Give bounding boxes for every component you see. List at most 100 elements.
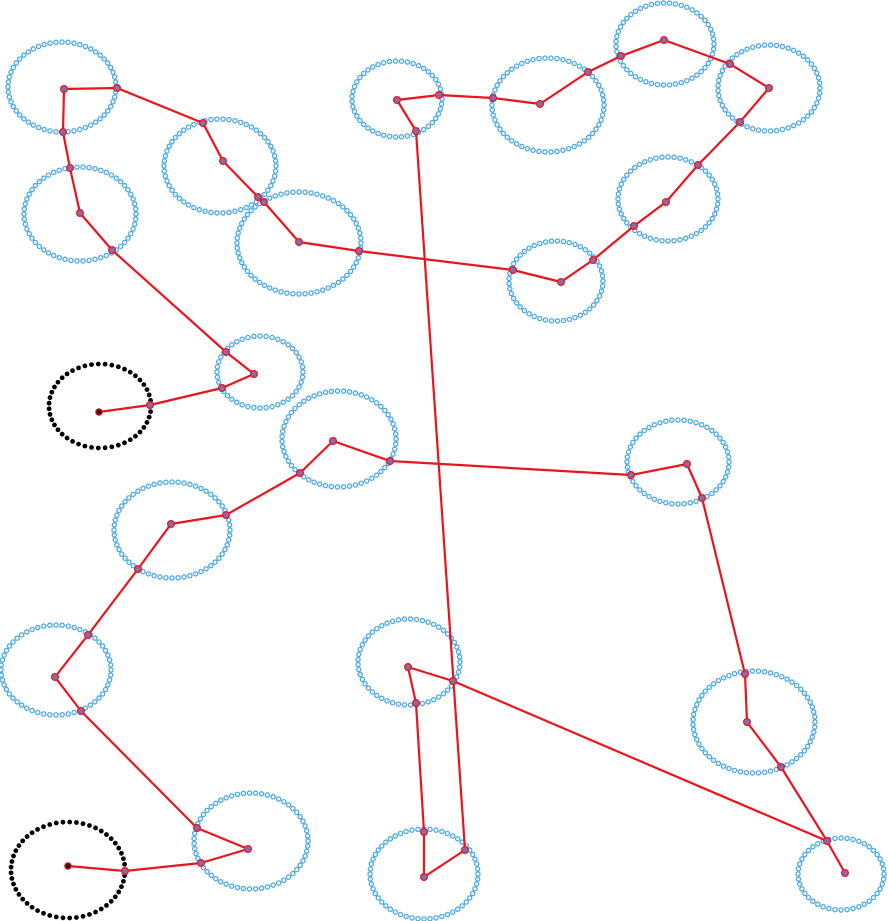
circle-dot <box>653 237 659 243</box>
circle-dot <box>185 202 192 208</box>
circle-dot <box>285 874 292 880</box>
circle-dot <box>36 178 43 185</box>
terminal-dot <box>20 838 26 844</box>
circle-dot <box>425 123 432 130</box>
terminal-dot <box>70 368 75 373</box>
circle-dot <box>110 99 116 105</box>
circle-dot <box>624 66 630 73</box>
circle-dot <box>807 739 813 745</box>
circle-dot <box>59 622 65 629</box>
circle-dot <box>288 409 295 416</box>
circle-dot <box>749 125 756 132</box>
circle-dot <box>92 699 98 705</box>
circle-dot <box>398 134 405 140</box>
circle-dot <box>273 163 279 169</box>
circle-dot <box>0 672 5 678</box>
circle-dot <box>47 40 53 46</box>
circle-dot <box>548 149 554 155</box>
circle-dot <box>598 268 605 274</box>
circle-dot <box>427 915 433 921</box>
circle-dot <box>749 44 756 51</box>
circle-dot <box>151 481 157 488</box>
route-node <box>199 118 208 127</box>
circle-dot <box>358 392 364 398</box>
terminal-dot <box>11 881 16 887</box>
circle-dot <box>290 805 296 812</box>
circle-dot <box>492 87 498 93</box>
circle-dot <box>866 898 872 904</box>
terminal-dot <box>93 825 98 831</box>
circle-dot <box>432 76 439 83</box>
circle-dot <box>234 240 240 246</box>
circle-dot <box>519 143 525 150</box>
circle-dot <box>21 116 27 122</box>
circle-dot <box>678 79 685 86</box>
circle-dot <box>350 216 357 222</box>
circle-dot <box>17 112 23 118</box>
circle-dot <box>779 673 785 680</box>
circle-dot <box>212 559 218 565</box>
circle-dot <box>290 870 296 877</box>
terminal-dot <box>104 903 109 908</box>
terminal-dot <box>146 392 152 398</box>
circle-dot <box>17 56 23 62</box>
circle-dot <box>359 676 366 683</box>
circle-dot <box>41 623 47 629</box>
circle-dot <box>844 906 850 913</box>
terminal-dot <box>60 819 66 825</box>
circle-dot <box>285 342 291 348</box>
circle-dot <box>0 662 5 668</box>
circle-dot <box>29 707 35 714</box>
circle-dot <box>381 407 388 414</box>
circle-dot <box>419 700 426 707</box>
circle-dot <box>542 149 548 155</box>
terminal-dot <box>20 896 26 902</box>
circle-dot <box>1 682 7 688</box>
circle-dot <box>105 682 111 688</box>
circle-dot <box>6 643 13 649</box>
circle-dot <box>163 574 169 581</box>
circle-dot <box>373 400 380 406</box>
circle-dot <box>526 245 532 251</box>
circle-dot <box>648 1 655 8</box>
circle-dot <box>722 474 729 480</box>
circle-dot <box>651 496 658 502</box>
circle-dot <box>665 154 671 160</box>
route-node <box>75 209 84 218</box>
circle-dot <box>715 760 722 767</box>
circle-dot <box>235 230 241 236</box>
circle-dot <box>388 416 394 422</box>
circle-dot <box>191 835 197 842</box>
circle-dot <box>681 417 687 424</box>
circle-dot <box>272 168 279 174</box>
circle-dot <box>263 333 269 340</box>
circle-dot <box>302 189 308 195</box>
circle-dot <box>642 159 648 165</box>
circle-dot <box>300 858 306 864</box>
circle-dot <box>106 677 113 683</box>
circle-dot <box>438 101 445 107</box>
circle-dot <box>358 480 364 486</box>
route-node <box>222 348 231 357</box>
circle-dot <box>126 559 132 565</box>
circle-dot <box>203 488 209 494</box>
circle-dot <box>410 60 416 67</box>
dotted-circle <box>624 417 732 507</box>
circle-dot <box>252 790 259 796</box>
circle-dot <box>267 195 273 201</box>
terminal-dot <box>133 373 138 379</box>
circle-dot <box>161 158 168 164</box>
circle-dot <box>335 200 342 207</box>
terminal-dot <box>144 420 150 425</box>
circle-dot <box>659 237 665 244</box>
circle-dot <box>692 731 698 738</box>
circle-dot <box>281 877 287 884</box>
circle-dot <box>571 60 577 67</box>
circle-dot <box>87 702 94 708</box>
circle-dot <box>814 100 820 106</box>
circle-dot <box>720 763 727 769</box>
circle-dot <box>241 264 248 270</box>
circle-dot <box>292 405 298 412</box>
terminal-dot <box>64 371 70 377</box>
circle-dot <box>710 757 717 763</box>
